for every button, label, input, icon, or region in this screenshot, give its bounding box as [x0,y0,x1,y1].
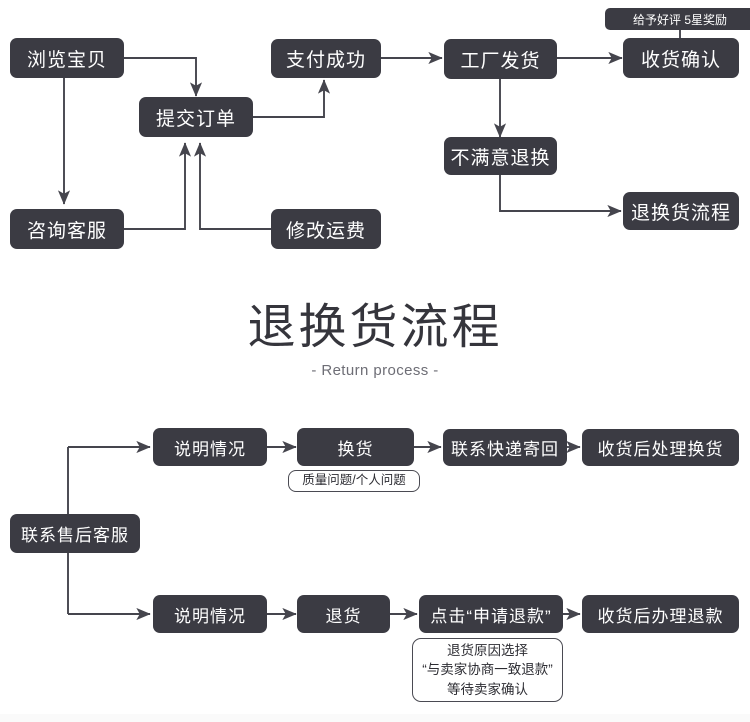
wire-submit-to-pay [253,79,331,118]
wire-freight-to-submit [193,142,272,230]
node-exchange-step-3[interactable]: 联系快递寄回 [443,429,567,466]
node-exchange-step-1[interactable]: 说明情况 [153,428,267,466]
wire-consult-to-submit [124,142,192,230]
page-title: 退换货流程 [247,301,503,354]
page-subtitle: - Return process - [311,362,439,380]
node-refund-step-3[interactable]: 点击“申请退款” [419,595,563,633]
label-five-star-reward: 给予好评 5星奖励 [605,8,750,30]
node-refund-step-4[interactable]: 收货后办理退款 [582,595,739,633]
node-confirm-receipt[interactable]: 收货确认 [623,38,739,78]
node-contact-aftersales[interactable]: 联系售后客服 [10,514,140,553]
section-title-group: 退换货流程 - Return process - [0,301,750,380]
note-exchange-reason: 质量问题/个人问题 [288,470,420,492]
note-refund-line-1: 退货原因选择 [447,643,528,659]
note-refund-line-3: 等待卖家确认 [447,681,528,697]
node-refund-step-2[interactable]: 退货 [297,595,390,633]
node-pay-success[interactable]: 支付成功 [271,39,381,78]
node-exchange-step-4[interactable]: 收货后处理换货 [582,429,739,466]
note-refund-reason: 退货原因选择 “与卖家协商一致退款” 等待卖家确认 [412,638,563,702]
node-consult-service[interactable]: 咨询客服 [10,209,124,249]
node-exchange-step-2[interactable]: 换货 [297,428,414,466]
node-refund-step-1[interactable]: 说明情况 [153,595,267,633]
node-unsatisfied-return[interactable]: 不满意退换 [444,137,557,175]
note-refund-line-2: “与卖家协商一致退款” [422,662,553,678]
wire-browse-to-submit [124,57,203,97]
node-browse[interactable]: 浏览宝贝 [10,38,124,78]
bottom-divider [0,714,750,722]
wire-unsatisfied-to-returnflow [499,171,622,218]
node-return-process-link[interactable]: 退换货流程 [623,192,739,230]
node-modify-freight[interactable]: 修改运费 [271,209,381,249]
node-submit-order[interactable]: 提交订单 [139,97,253,137]
node-factory-ship[interactable]: 工厂发货 [444,39,557,79]
